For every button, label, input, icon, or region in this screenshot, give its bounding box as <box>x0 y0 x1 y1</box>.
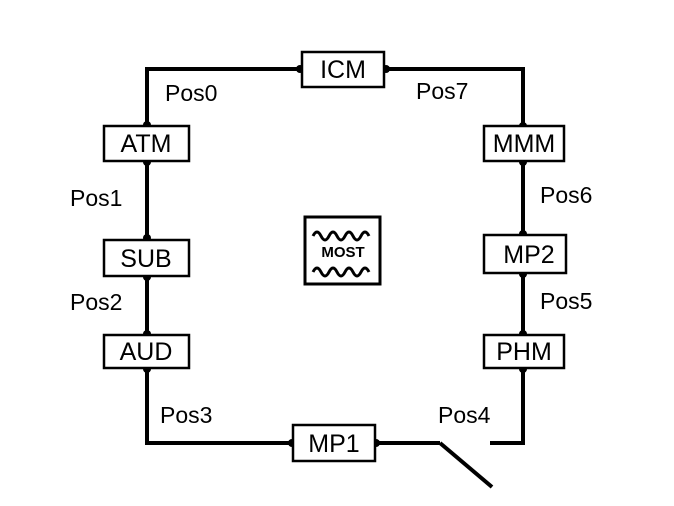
node-label-mmm: MMM <box>493 130 555 158</box>
wire-top-left <box>145 67 300 125</box>
pos-label-7: Pos7 <box>416 78 468 104</box>
node-aud: AUD <box>102 333 191 370</box>
node-label-mp2: MP2 <box>503 241 554 269</box>
node-mp1: MP1 <box>291 423 377 463</box>
node-label-sub: SUB <box>120 245 171 273</box>
wire-phm-end <box>490 369 525 445</box>
pos-label-4: Pos4 <box>438 402 491 428</box>
pos-label-6: Pos6 <box>540 182 592 208</box>
logo-text: MOST <box>321 244 364 261</box>
wire-aud-mp1 <box>145 369 292 445</box>
node-label-phm: PHM <box>496 338 552 366</box>
logo-wave-bottom <box>311 266 371 278</box>
wire-top-right <box>386 67 525 126</box>
node-mp2: MP2 <box>482 233 568 275</box>
pos-label-1: Pos1 <box>70 185 122 211</box>
pos-label-3: Pos3 <box>160 402 212 428</box>
node-label-atm: ATM <box>121 130 172 158</box>
pos-label-2: Pos2 <box>70 289 122 315</box>
pos-label-5: Pos5 <box>540 288 592 314</box>
node-label-mp1: MP1 <box>308 430 359 458</box>
node-icm: ICM <box>300 50 386 89</box>
pos-label-0: Pos0 <box>165 80 217 106</box>
ring-wires <box>145 67 525 489</box>
node-phm: PHM <box>482 333 566 370</box>
logo-wave-top <box>311 230 371 242</box>
node-label-icm: ICM <box>320 56 366 84</box>
most-logo: MOST <box>303 215 382 286</box>
node-sub: SUB <box>102 238 191 278</box>
node-mmm: MMM <box>482 124 566 163</box>
open-switch-arm <box>438 441 494 489</box>
node-label-aud: AUD <box>120 338 173 366</box>
node-atm: ATM <box>102 124 191 163</box>
